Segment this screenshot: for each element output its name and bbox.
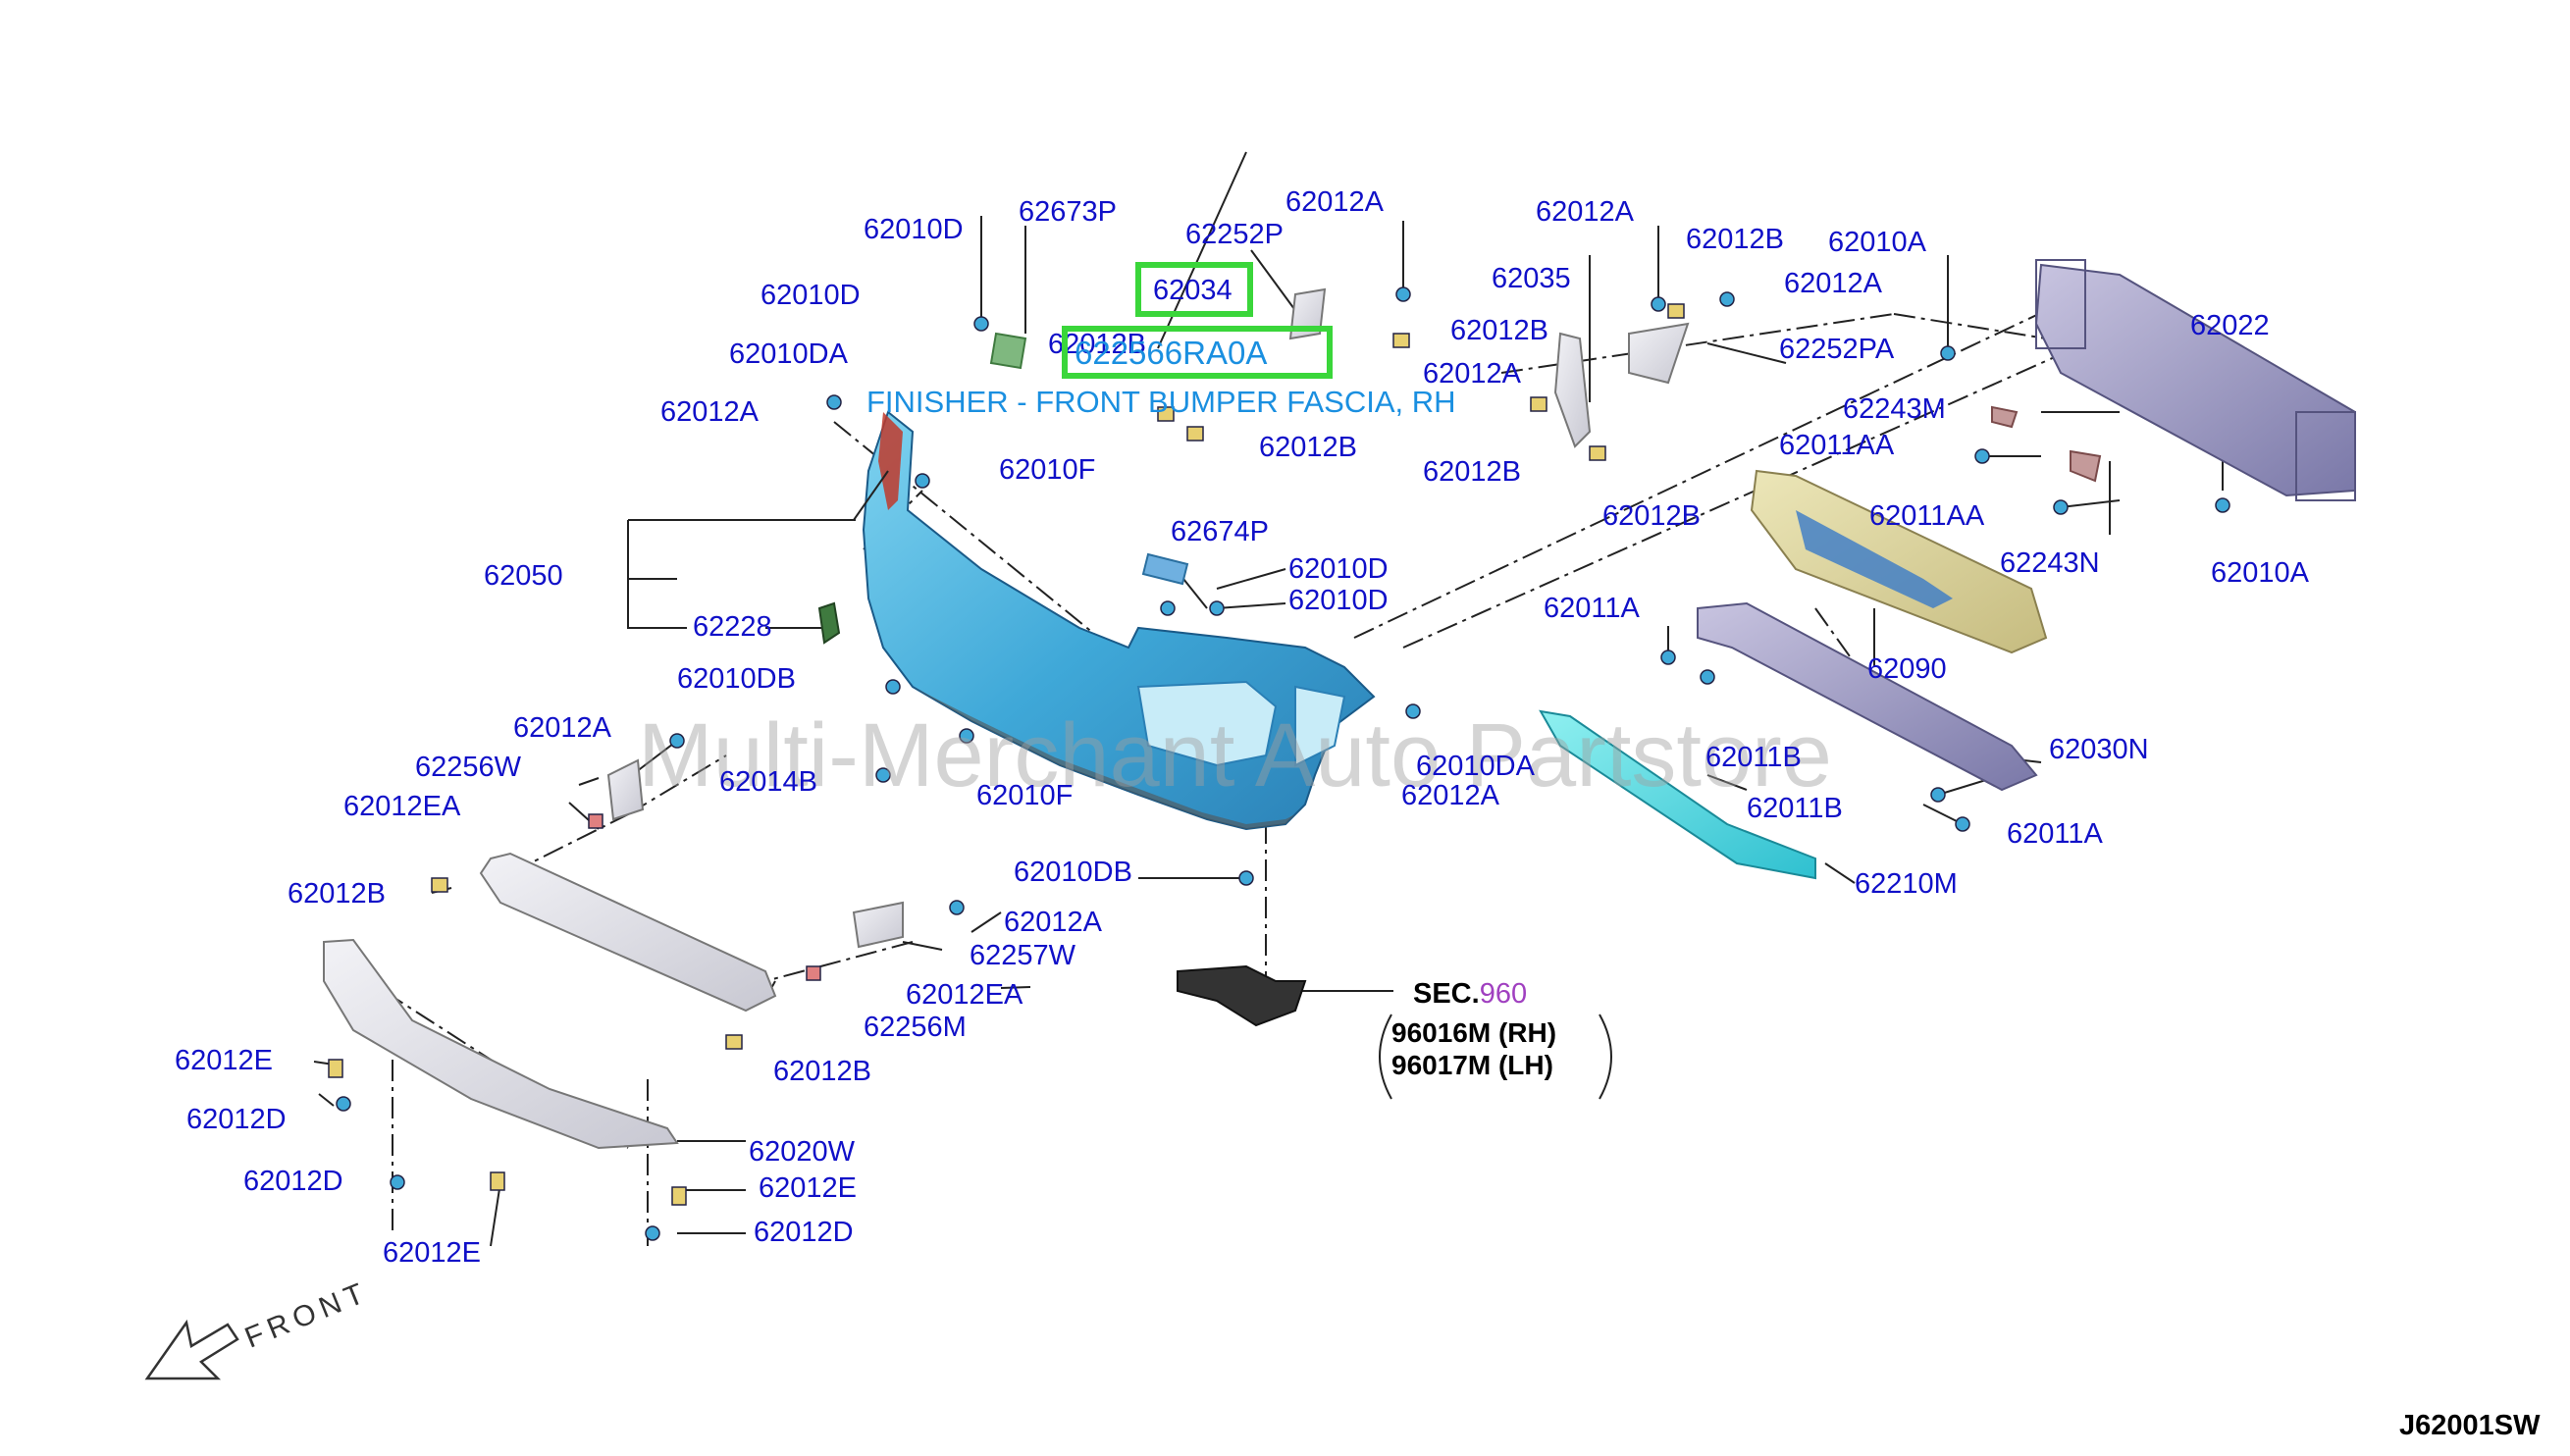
- callout-label[interactable]: 62010D: [1288, 585, 1389, 616]
- callout-label[interactable]: 62012E: [383, 1237, 481, 1269]
- callout-label[interactable]: 62012B: [1686, 224, 1784, 255]
- callout-label[interactable]: 62674P: [1171, 516, 1269, 547]
- callout-label[interactable]: 62012A: [1423, 358, 1521, 390]
- section-item: 96016M (RH): [1391, 1017, 1557, 1048]
- callout-label[interactable]: 62010DA: [729, 338, 848, 370]
- callout-label[interactable]: 62012A: [1536, 196, 1634, 228]
- callout-label[interactable]: 62090: [1867, 653, 1947, 685]
- callout-label[interactable]: 62012B: [288, 878, 386, 910]
- section-number[interactable]: 960: [1479, 978, 1528, 1010]
- callout-label[interactable]: 62012D: [243, 1166, 343, 1197]
- callout-label[interactable]: 62011B: [1747, 793, 1843, 824]
- callout-label[interactable]: 62010D: [864, 214, 964, 245]
- callout-label[interactable]: 62020W: [749, 1136, 856, 1168]
- callout-label[interactable]: 62256M: [864, 1012, 967, 1043]
- callout-label[interactable]: 62030N: [2049, 734, 2149, 765]
- front-arrow-icon: [144, 1319, 239, 1380]
- callout-label[interactable]: 62012E: [175, 1045, 273, 1076]
- callout-label[interactable]: 62011B: [1705, 742, 1802, 773]
- callout-label[interactable]: 62252P: [1185, 219, 1284, 250]
- callout-label[interactable]: 62012A: [660, 396, 759, 428]
- callout-label[interactable]: 62010DA: [1416, 751, 1535, 782]
- callout-label[interactable]: 62035: [1492, 263, 1571, 294]
- bumper-fascia: [862, 410, 1376, 831]
- leader-lines: [313, 151, 2224, 1247]
- callout-label[interactable]: 62010DB: [1014, 857, 1132, 888]
- callout-label[interactable]: 62012B: [1450, 315, 1548, 346]
- part-number-label: 622566RA0A: [1075, 335, 1268, 371]
- lower-reinforcement: [1697, 601, 2038, 792]
- figure-code: J62001SW: [2399, 1410, 2541, 1441]
- callout-label[interactable]: 62012A: [1004, 907, 1102, 938]
- callout-label[interactable]: 62012EA: [906, 979, 1023, 1011]
- callout-label[interactable]: 62011A: [2007, 818, 2103, 850]
- callout-label[interactable]: 62012E: [759, 1172, 857, 1204]
- part-number-highlight[interactable]: [1062, 326, 1333, 379]
- part-description: FINISHER - FRONT BUMPER FASCIA, RH: [866, 385, 1456, 419]
- callout-label[interactable]: 62012D: [186, 1104, 287, 1135]
- section-prefix: SEC.: [1413, 978, 1480, 1010]
- air-guide-part: [1177, 964, 1307, 1027]
- callout-label[interactable]: 62012B: [1259, 432, 1357, 463]
- callout-label[interactable]: 62012B: [1423, 456, 1521, 488]
- side-brackets: [606, 287, 2102, 949]
- callout-label[interactable]: 62014B: [719, 766, 817, 798]
- fastener-clips: [328, 286, 2230, 1241]
- watermark: Multi-Merchant Auto Partstore: [638, 705, 1832, 806]
- callout-label[interactable]: 62243M: [1843, 393, 1946, 425]
- callout-label[interactable]: 62050: [484, 560, 563, 592]
- section-bracket-icon: [1379, 1014, 1392, 1100]
- section-item: 96017M (LH): [1391, 1050, 1553, 1080]
- bumper-strip: [1539, 709, 1816, 880]
- callout-label[interactable]: 62010F: [976, 780, 1074, 811]
- callout-label[interactable]: 62228: [693, 611, 772, 643]
- section-reference[interactable]: SEC.960: [1413, 978, 1527, 1011]
- callout-label[interactable]: 62011A: [1544, 593, 1640, 624]
- callout-label[interactable]: 62010A: [2211, 557, 2309, 589]
- callout-label[interactable]: 62010D: [1288, 553, 1389, 585]
- callout-label[interactable]: 62010F: [999, 454, 1096, 486]
- callout-label[interactable]: 62210M: [1855, 868, 1958, 900]
- bumper-reinforcement: [2034, 259, 2356, 501]
- callout-label[interactable]: 62010A: [1828, 227, 1926, 258]
- callout-label[interactable]: 62011AA: [1779, 430, 1895, 461]
- selected-callout-ref[interactable]: 62034: [1153, 275, 1233, 306]
- selected-callout-highlight[interactable]: [1135, 262, 1253, 317]
- callout-label[interactable]: 62256W: [415, 752, 522, 783]
- callout-label[interactable]: 62012D: [754, 1217, 854, 1248]
- callout-label[interactable]: 62010DB: [677, 663, 796, 695]
- callout-label[interactable]: 62010D: [761, 280, 861, 311]
- callout-label[interactable]: 62257W: [970, 940, 1076, 971]
- callout-label[interactable]: 62022: [2190, 310, 2270, 341]
- callout-label[interactable]: 62012A: [1401, 780, 1499, 811]
- callout-label[interactable]: 62012A: [1784, 268, 1882, 299]
- energy-absorber: [1750, 469, 2048, 654]
- callout-label[interactable]: 62673P: [1019, 196, 1117, 228]
- callout-label[interactable]: 62012B: [773, 1056, 871, 1087]
- callout-label[interactable]: 62012A: [1285, 186, 1384, 218]
- lower-grille: [479, 852, 777, 1013]
- callout-label[interactable]: 62243N: [2000, 547, 2100, 579]
- callout-label[interactable]: 62012B: [1602, 500, 1701, 532]
- callout-label[interactable]: 62011AA: [1869, 500, 1985, 532]
- undercover: [323, 938, 679, 1150]
- callout-label[interactable]: 62012EA: [343, 791, 461, 822]
- callout-label[interactable]: 62012A: [513, 712, 611, 744]
- section-bracket-icon: [1599, 1014, 1612, 1100]
- callout-label[interactable]: 62252PA: [1779, 334, 1895, 365]
